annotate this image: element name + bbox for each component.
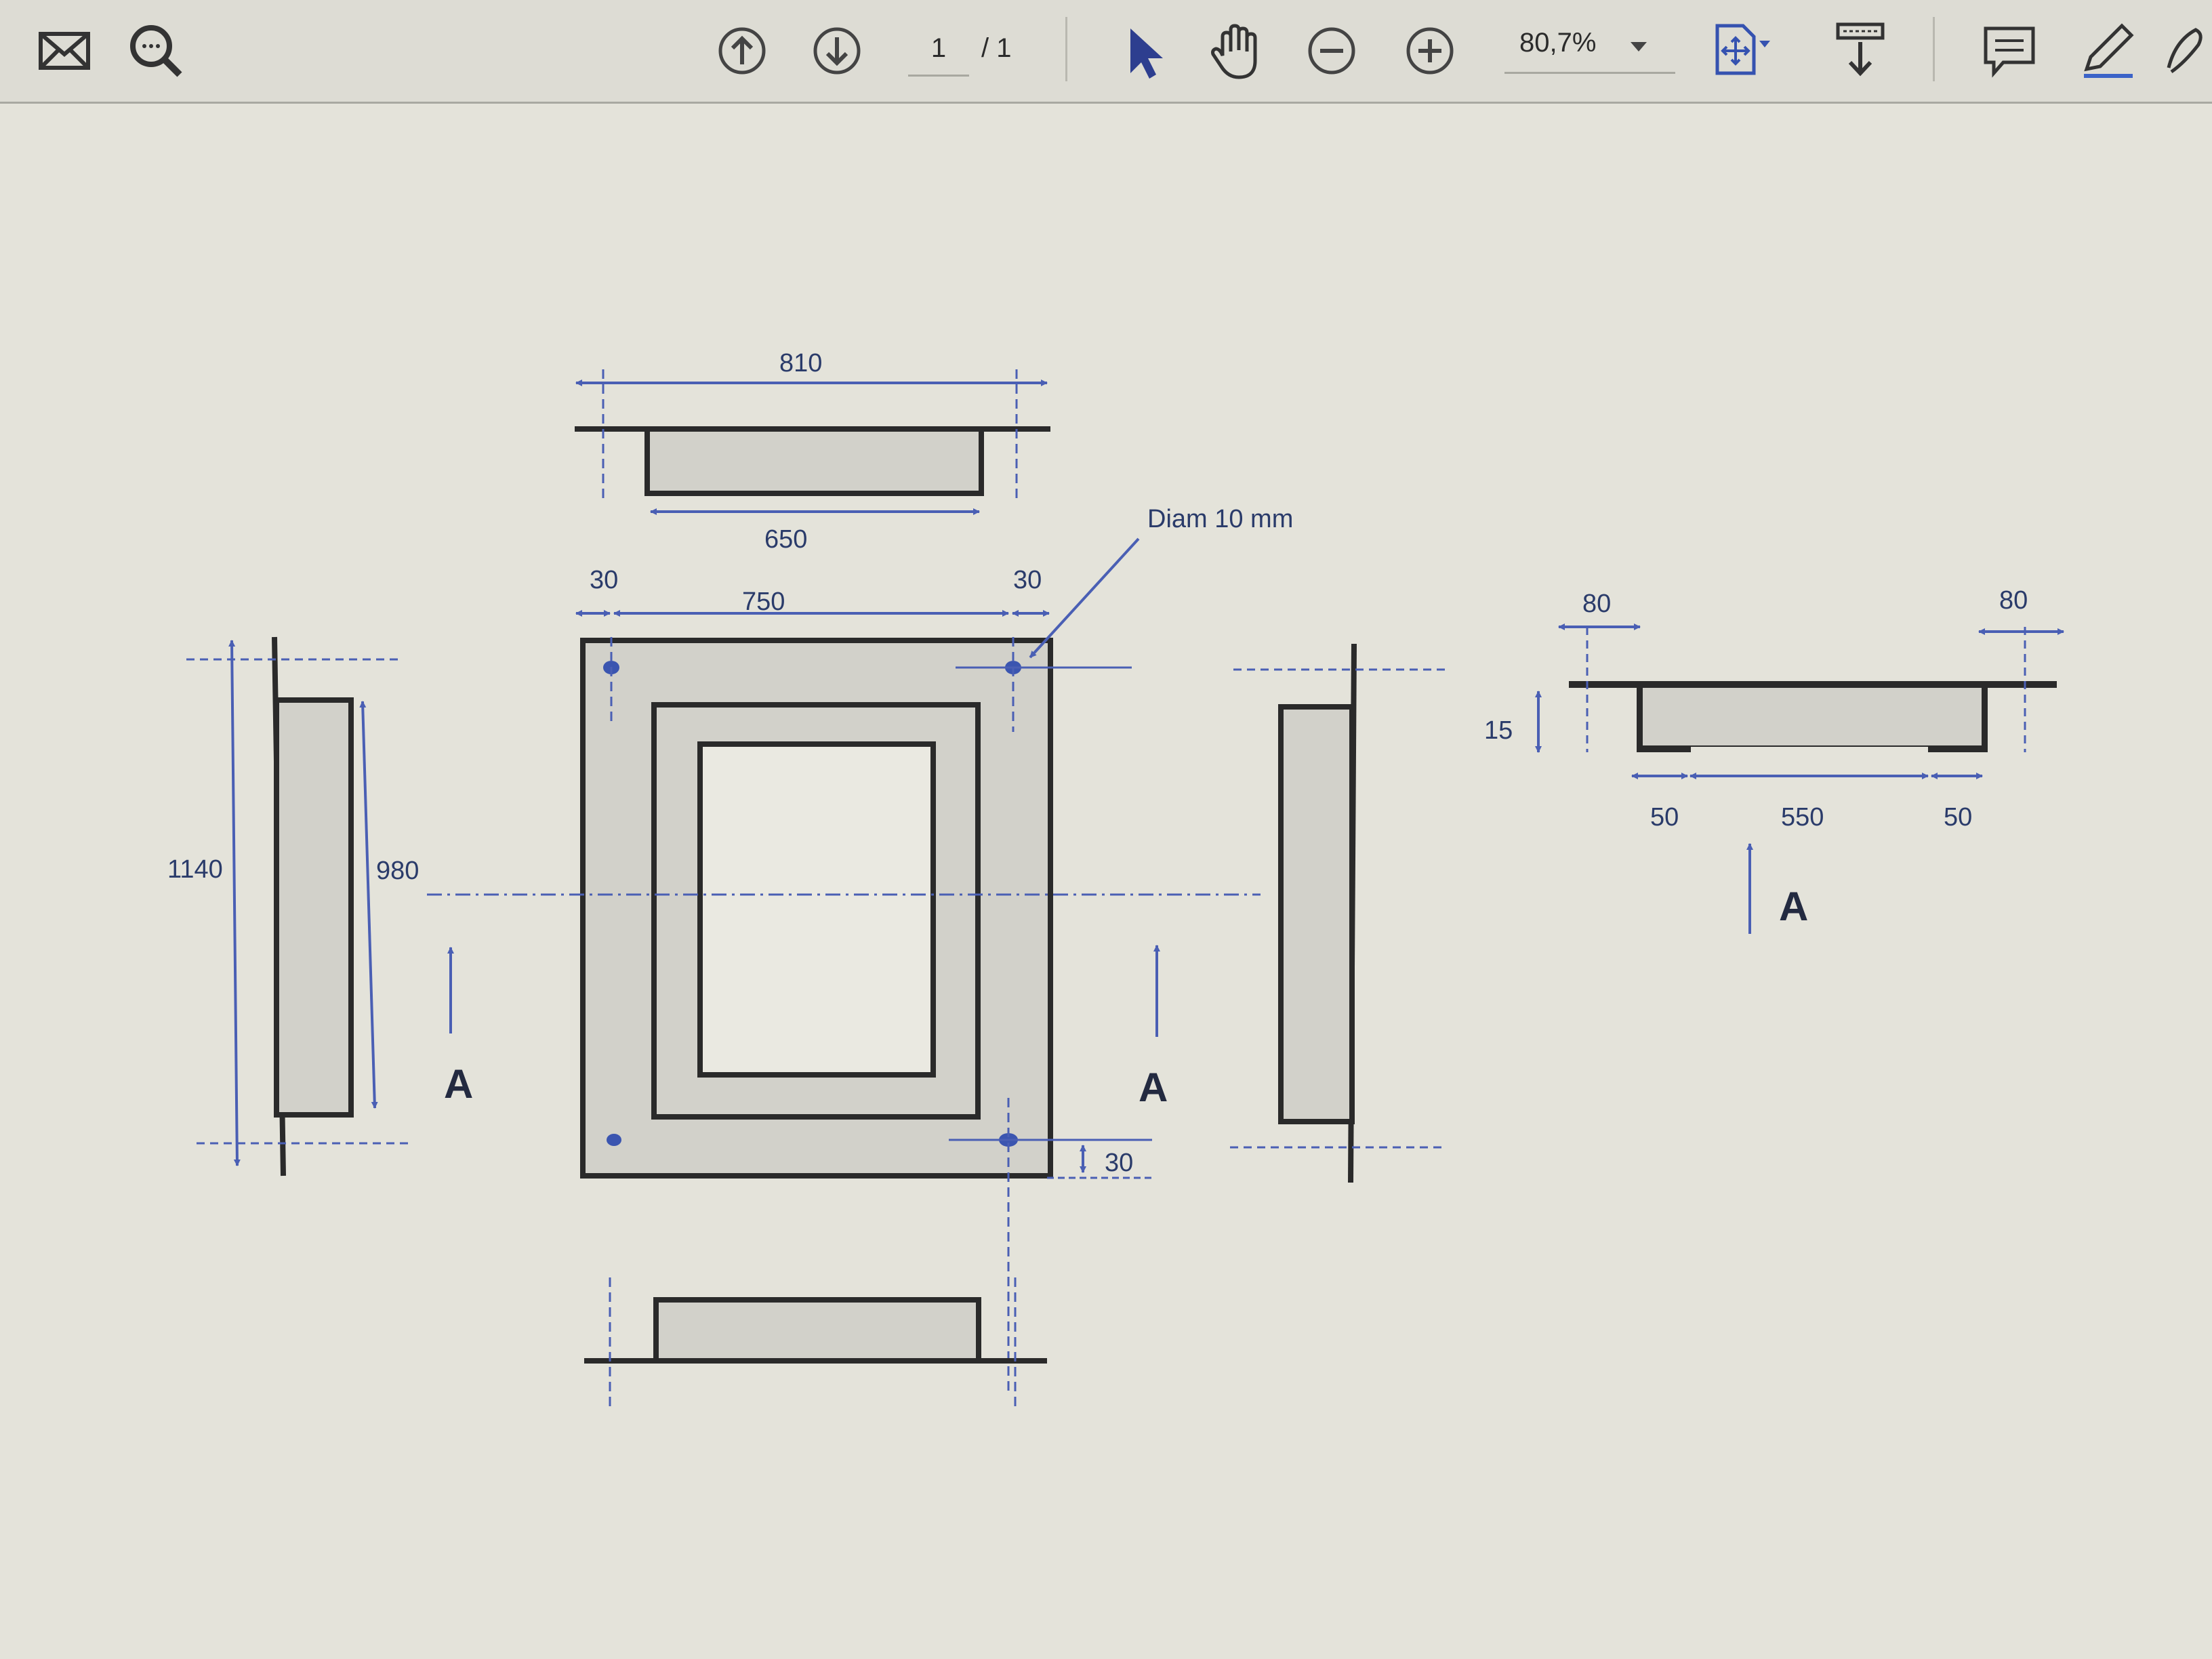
- dim-top-inner: 650: [764, 525, 807, 554]
- mail-icon[interactable]: [27, 14, 102, 88]
- left-side-view: [186, 636, 454, 1176]
- page-total-label: / 1: [981, 33, 1012, 63]
- dim-hole-diameter: Diam 10 mm: [1147, 505, 1293, 533]
- zoom-dropdown-icon[interactable]: [1626, 34, 1651, 58]
- top-view: [575, 369, 1050, 515]
- pen-icon[interactable]: [2070, 14, 2145, 88]
- section-marker-a-left: A: [444, 1061, 473, 1107]
- bottom-view: [584, 1277, 1047, 1406]
- toolbar-separator: [1933, 17, 1935, 81]
- dim-hole-span: 750: [742, 588, 785, 616]
- dim-section-lip-right: 50: [1944, 803, 1972, 832]
- mounting-hole: [607, 1134, 621, 1146]
- toolbar-separator: [1065, 17, 1067, 81]
- dim-section-depth: 15: [1484, 716, 1513, 745]
- zoom-in-icon[interactable]: [1393, 14, 1467, 88]
- front-view: [427, 537, 1261, 1396]
- page-down-icon[interactable]: [800, 14, 874, 88]
- section-a-view: [1535, 623, 2064, 934]
- page-number-input[interactable]: 1: [908, 26, 969, 77]
- zoom-level-select[interactable]: 80,7%: [1504, 20, 1675, 74]
- dim-hole-right-offset: 30: [1013, 566, 1042, 594]
- dim-height-overall: 1140: [167, 855, 223, 884]
- dim-hole-left-offset: 30: [590, 566, 618, 594]
- toolbar: 1 / 1 80,7%: [0, 0, 2212, 104]
- dim-height-inner: 980: [376, 857, 419, 885]
- dim-top-overall: 810: [779, 349, 822, 377]
- hand-icon[interactable]: [1200, 14, 1274, 88]
- dim-hole-bottom-offset: 30: [1105, 1149, 1133, 1177]
- dim-section-flange-right: 80: [1999, 586, 2028, 615]
- technical-drawing: 810 650 30 750 30 Diam 10 mm 30 1140: [167, 349, 2064, 1406]
- dim-section-flange-left: 80: [1582, 590, 1611, 618]
- pointer-icon[interactable]: [1105, 14, 1179, 88]
- page-up-icon[interactable]: [705, 14, 779, 88]
- fit-page-icon[interactable]: [1701, 14, 1776, 88]
- dim-section-inner: 550: [1781, 803, 1824, 832]
- download-icon[interactable]: [1823, 14, 1898, 88]
- zoom-out-icon[interactable]: [1294, 14, 1369, 88]
- section-marker-a-right: A: [1779, 884, 1808, 929]
- dim-section-lip-left: 50: [1650, 803, 1679, 832]
- document-view[interactable]: 810 650 30 750 30 Diam 10 mm 30 1140: [0, 104, 2212, 1659]
- right-side-view: [1230, 643, 1450, 1183]
- section-marker-a-middle: A: [1139, 1065, 1168, 1110]
- comment-icon[interactable]: [1972, 14, 2047, 88]
- search-icon[interactable]: [119, 14, 193, 88]
- sign-icon[interactable]: [2155, 14, 2212, 88]
